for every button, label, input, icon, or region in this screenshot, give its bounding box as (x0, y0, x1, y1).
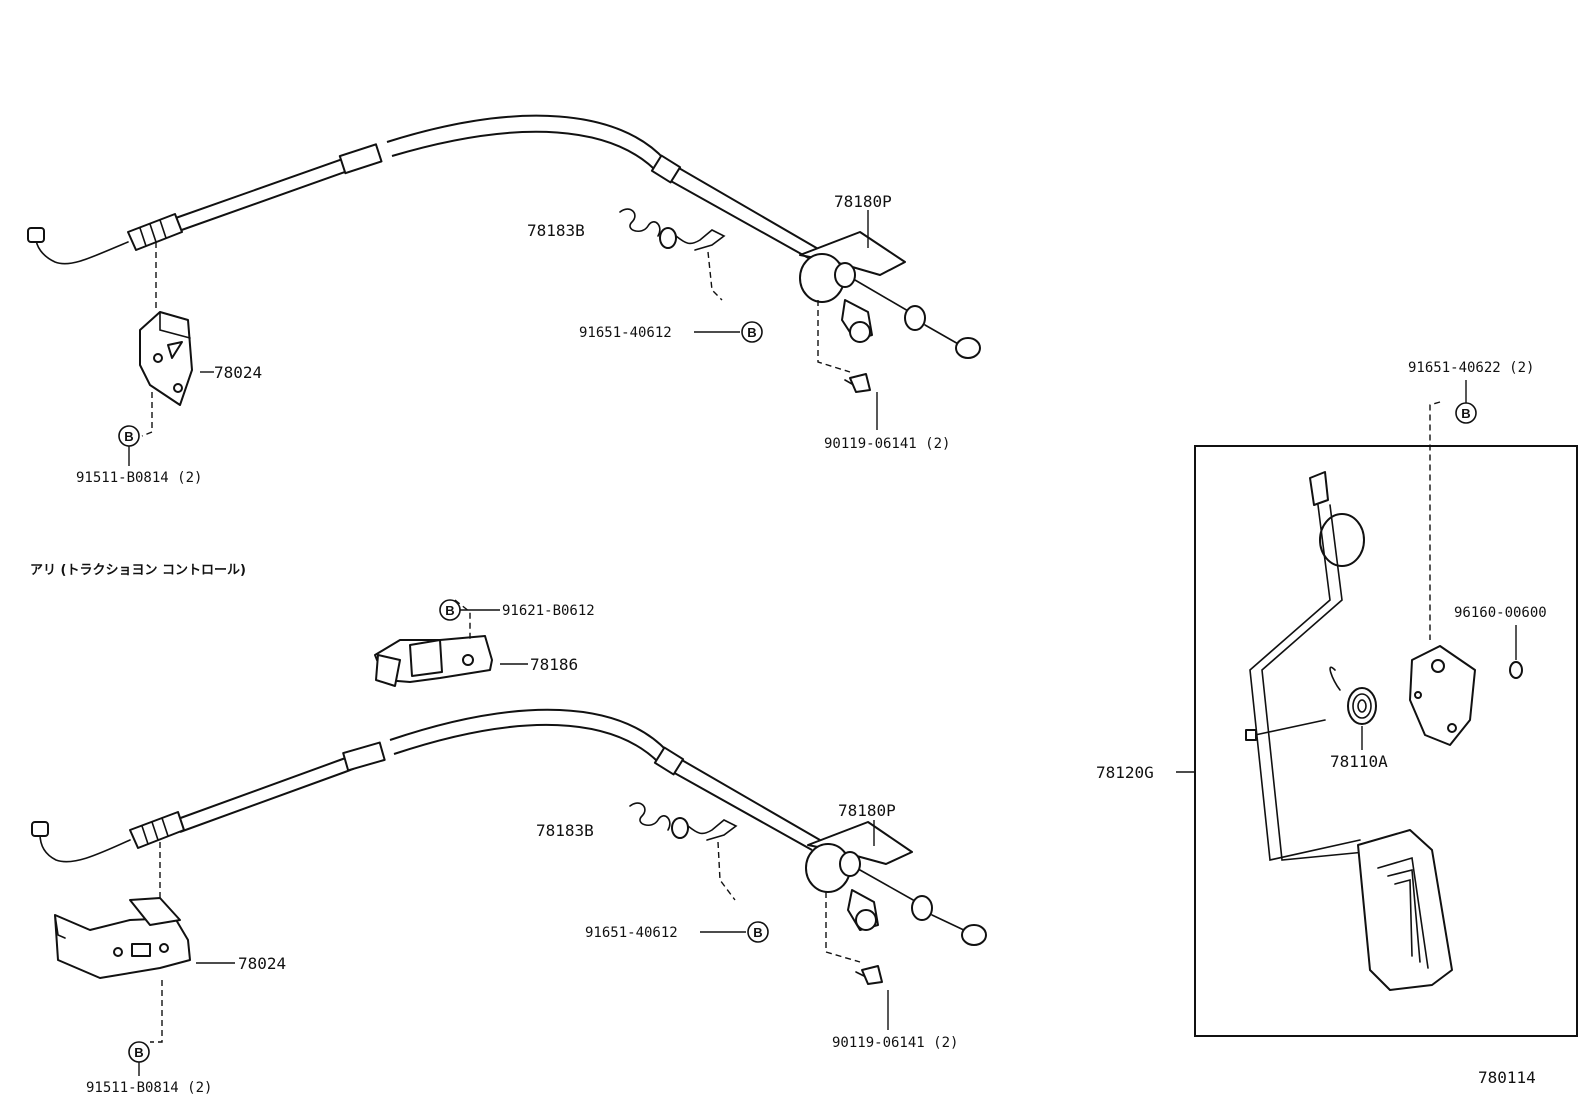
marker-b-text: B (1461, 406, 1470, 421)
top-bracket (139, 311, 193, 406)
label-top-spring: 78183B (527, 221, 585, 240)
label-bot-clip: 91651-40612 (585, 925, 678, 941)
label-top-bracket-bolt: 91511-B0814 (2) (76, 470, 202, 486)
marker-b-top-bracket: B (118, 425, 140, 447)
label-bot-bracket: 78024 (238, 954, 286, 973)
top-dash-bolt (817, 300, 851, 373)
label-bot-bracket-bolt: 91511-B0814 (2) (86, 1080, 212, 1096)
bot-dash-clip (717, 841, 736, 901)
marker-b-pedal: B (1455, 402, 1477, 424)
label-mid-bolt: 91621-B0612 (502, 603, 595, 619)
label-top-clip: 91651-40612 (579, 325, 672, 341)
top-dash-bracket-bolt (141, 392, 153, 437)
marker-b-bot-clip: B (747, 921, 769, 943)
marker-b-text: B (753, 925, 762, 940)
pedal-dash (1429, 401, 1441, 640)
pedal-spring (1329, 666, 1377, 725)
bottom-spring-clip (629, 802, 738, 841)
label-top-cable: 78180P (834, 192, 892, 211)
bot-dash-bolt (825, 892, 861, 963)
label-figure-code: 780114 (1478, 1068, 1536, 1087)
label-bot-cable: 78180P (838, 801, 896, 820)
mid-bracket-78186 (374, 635, 493, 687)
marker-b-text: B (124, 429, 133, 444)
bottom-bracket (54, 897, 191, 979)
marker-b-bot-bracket: B (128, 1041, 150, 1063)
label-pedal-assy: 78120G (1096, 763, 1154, 782)
label-bot-spring: 78183B (536, 821, 594, 840)
pedal-bracket (1409, 645, 1476, 746)
label-top-bolt: 90119-06141 (2) (824, 436, 950, 452)
marker-b-mid: B (439, 599, 461, 621)
label-bot-bolt: 90119-06141 (2) (832, 1035, 958, 1051)
top-spring-clip (619, 208, 726, 251)
label-pedal-clip: 96160-00600 (1454, 605, 1547, 621)
label-traction-note: アリ (トラクショヨン コントロール) (30, 563, 246, 578)
marker-b-text: B (747, 325, 756, 340)
marker-b-text: B (134, 1045, 143, 1060)
top-cable-assembly (27, 114, 981, 359)
label-pedal-bolt: 91651-40622 (2) (1408, 360, 1534, 376)
label-top-bracket: 78024 (214, 363, 262, 382)
top-bolt (844, 373, 871, 393)
top-dash-clip (707, 251, 723, 301)
bot-dash-bracket-bolt (150, 980, 163, 1043)
label-mid-part: 78186 (530, 655, 578, 674)
accelerator-pedal (1245, 471, 1453, 991)
bottom-bolt (855, 965, 883, 985)
pedal-assembly-box (1194, 445, 1578, 1037)
marker-b-text: B (445, 603, 454, 618)
marker-b-top-clip: B (741, 321, 763, 343)
bottom-cable-assembly (31, 708, 987, 946)
pedal-clip (1509, 661, 1523, 679)
label-pedal-spring: 78110A (1330, 752, 1388, 771)
